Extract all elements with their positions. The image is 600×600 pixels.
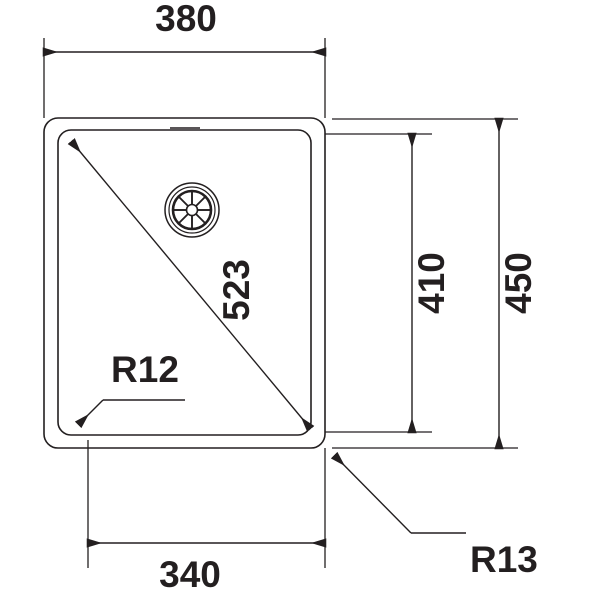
label-450: 450 [498, 252, 539, 314]
label-r13: R13 [470, 539, 538, 580]
leader-r12 [74, 399, 185, 429]
drain-strainer [164, 182, 220, 238]
extension-lines [43, 38, 518, 568]
dimension-line-523 [67, 138, 315, 432]
label-340: 340 [159, 554, 221, 595]
leader-r13 [330, 451, 466, 534]
drain-hub [185, 203, 199, 217]
label-380: 380 [155, 0, 217, 39]
sink-outer-rim [43, 117, 326, 449]
label-r12: R12 [111, 349, 179, 390]
label-410: 410 [411, 252, 452, 314]
drain-spokes [173, 191, 211, 229]
label-523: 523 [216, 259, 257, 321]
sink-inner-bowl [57, 129, 312, 436]
